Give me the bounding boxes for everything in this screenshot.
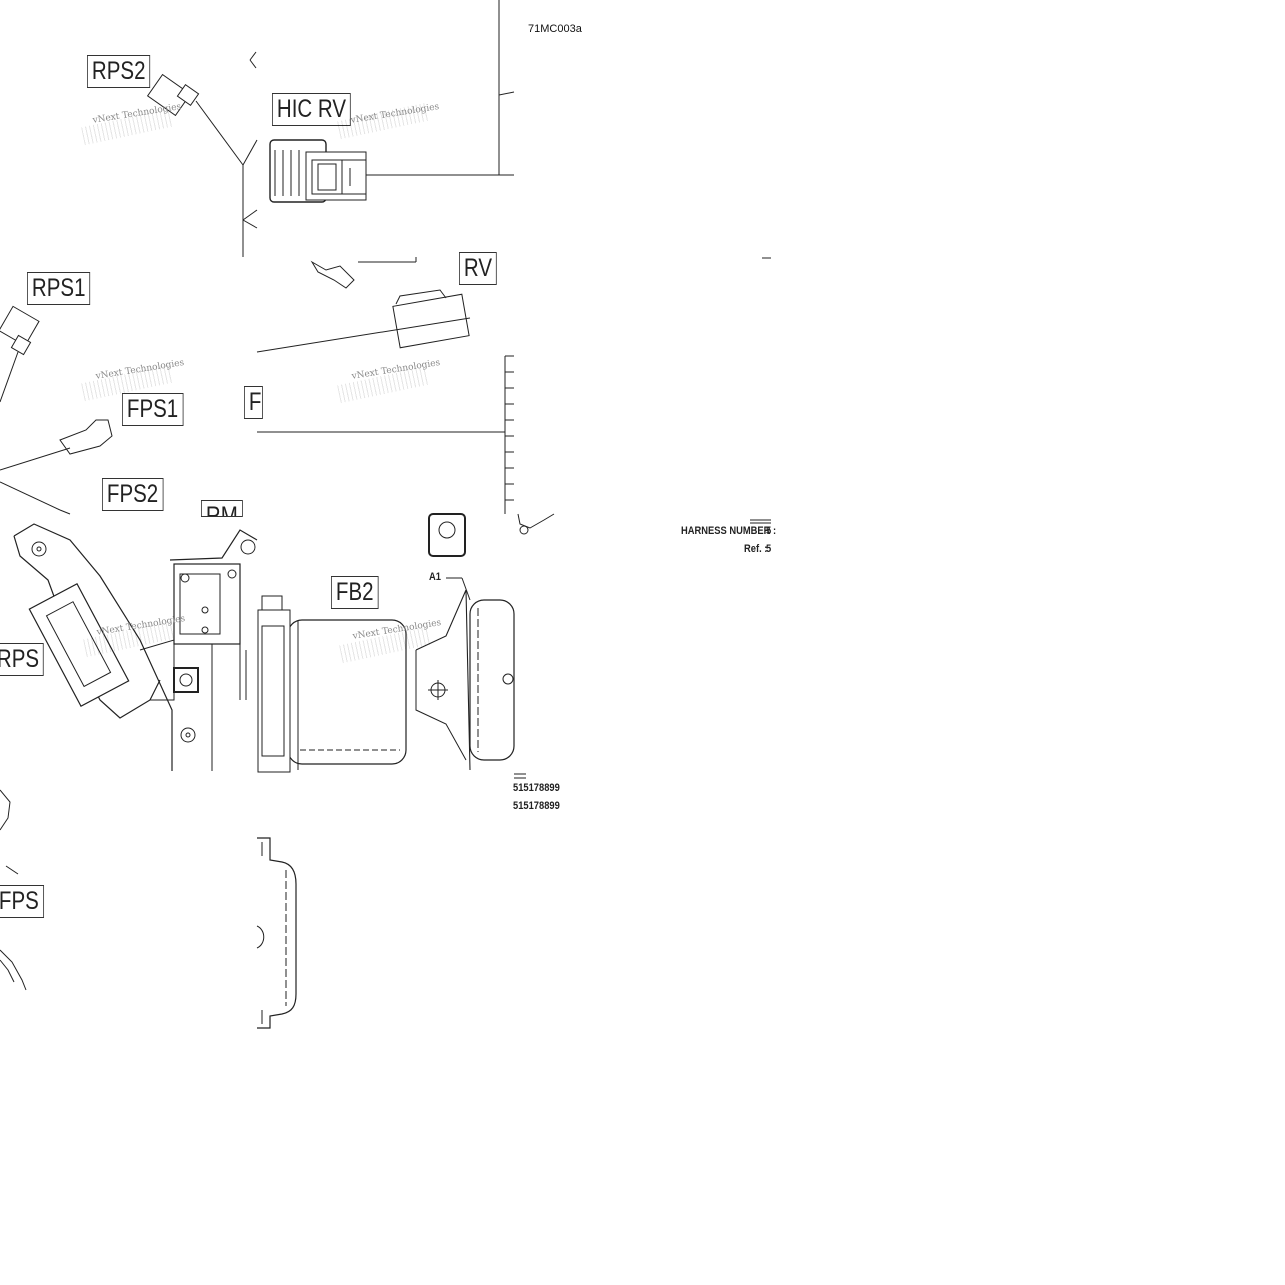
fuse-box-side-icon xyxy=(256,837,297,1029)
harness-ref-label: Ref. : xyxy=(744,543,768,555)
harness-ref-value: 5 xyxy=(766,543,772,555)
tile-harness-info xyxy=(514,519,771,779)
drawing-id: 71MC003a xyxy=(528,23,582,35)
fps1-sensor-icon xyxy=(0,419,113,471)
label-fps: FPS xyxy=(0,885,44,918)
tile-hic-rv-connector xyxy=(269,0,515,203)
part-number-1: 515178899 xyxy=(513,782,560,794)
label-f-partial: F xyxy=(244,386,264,419)
tile-rps2-hic xyxy=(146,51,258,257)
tile-rps-bracket xyxy=(13,523,258,771)
part-number-2: 515178899 xyxy=(513,800,560,812)
label-fps1: FPS1 xyxy=(122,393,184,426)
harness-number-value: 5 xyxy=(766,525,772,537)
label-fps2: FPS2 xyxy=(102,478,164,511)
label-rv: RV xyxy=(459,252,497,285)
label-rps: RPS xyxy=(0,643,44,676)
label-rps2: RPS2 xyxy=(87,55,151,88)
label-rm: RM xyxy=(201,500,243,517)
tile-fb2 xyxy=(257,513,555,773)
rps-switch-bracket-icon xyxy=(13,523,196,771)
rps2-sensor-icon xyxy=(146,73,244,166)
label-fb2: FB2 xyxy=(331,576,379,609)
label-rps1: RPS1 xyxy=(27,272,91,305)
harness-number-label: HARNESS NUMBER : xyxy=(681,525,777,537)
scale-ruler xyxy=(504,355,514,514)
rps1-sensor-icon xyxy=(0,305,40,403)
hic-rv-connector-icon xyxy=(269,139,367,203)
rm-switch-bracket-icon xyxy=(139,529,258,771)
fb2-fuse-box-icon xyxy=(257,595,407,773)
rv-terminal-icon xyxy=(310,260,470,349)
tile-bottom-center xyxy=(256,837,297,1029)
label-hic-rv: HIC RV xyxy=(272,93,351,126)
fuse-holder-icon xyxy=(415,513,515,771)
label-a1: A1 xyxy=(429,571,441,583)
tile-rv-terminal xyxy=(256,257,514,514)
tile-rps1-fps xyxy=(0,305,113,515)
tile-fps-bottom xyxy=(0,789,27,991)
